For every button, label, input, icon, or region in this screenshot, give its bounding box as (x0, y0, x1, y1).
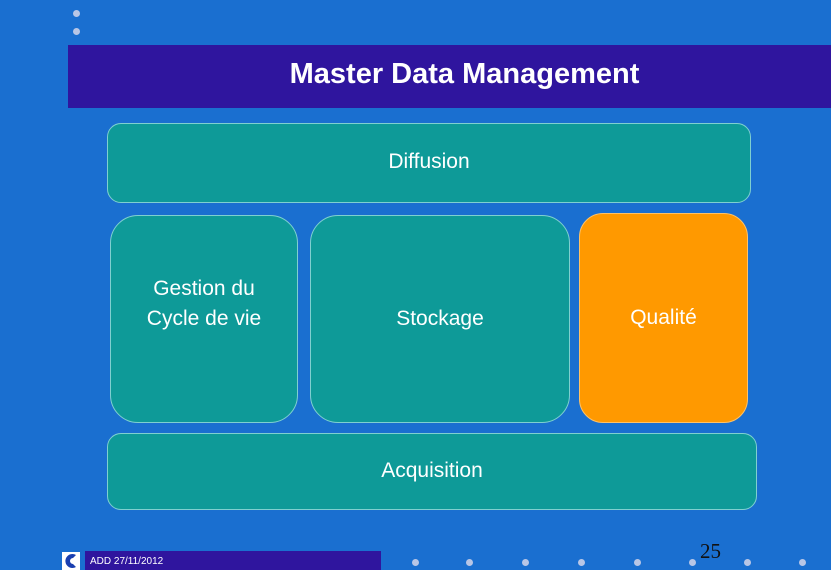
diffusion-label: Diffusion (388, 150, 470, 173)
footer-date-text: ADD 27/11/2012 (90, 556, 164, 567)
bullet-dot-2 (73, 28, 80, 35)
footer-dot-5 (634, 559, 641, 566)
footer-dot-4 (578, 559, 585, 566)
company-logo-icon (62, 552, 80, 570)
slide-title: Master Data Management (289, 58, 640, 90)
footer-dot-8 (799, 559, 806, 566)
footer-dot-1 (412, 559, 419, 566)
title-bar: Master Data Management (68, 45, 831, 108)
acquisition-label: Acquisition (381, 458, 483, 482)
page-number: 25 (700, 539, 721, 563)
lifecycle-management-label: Gestion du Cycle de vie (146, 277, 262, 330)
footer-dot-2 (466, 559, 473, 566)
quality-box: Qualité (579, 213, 748, 423)
footer-bar: ADD 27/11/2012 (85, 551, 381, 570)
storage-label: Stockage (396, 307, 484, 330)
footer-dot-6 (689, 559, 696, 566)
diffusion-box: Diffusion (107, 123, 751, 203)
lifecycle-management-box: Gestion du Cycle de vie (110, 215, 298, 423)
acquisition-box: Acquisition (107, 433, 757, 510)
footer-dot-7 (744, 559, 751, 566)
quality-label: Qualité (630, 306, 697, 329)
footer-dot-3 (522, 559, 529, 566)
bullet-dot-1 (73, 10, 80, 17)
storage-box: Stockage (310, 215, 570, 423)
